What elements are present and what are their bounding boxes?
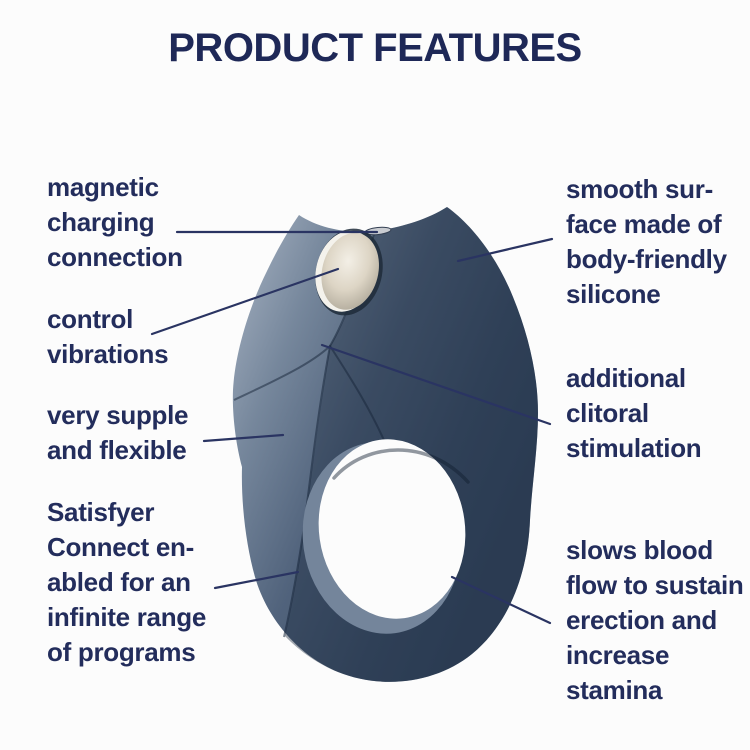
feature-label-clitoral-stimulation: additional clitoral stimulation [566,363,702,463]
product-crease-back [233,344,388,448]
feature-label-supple-flexible: very supple and flexible [47,400,189,465]
ring-hole [318,439,466,619]
ring-hole-shadow [332,448,470,484]
feature-label-slows-blood-flow: slows blood flow to sustain erection and… [566,535,744,705]
feature-label-satisfyer-connect: Satisfyer Connect en- abled for an infin… [47,497,207,667]
callout-line-satisfyer-connect [213,570,300,590]
callout-line-smooth-surface [456,237,554,263]
feature-label-control-vibrations: control vibrations [47,304,169,369]
feature-label-smooth-surface: smooth sur- face made of body-friendly s… [566,174,727,309]
feature-label-magnetic-charging: magnetic charging connection [47,172,183,272]
callout-line-supple-flexible [202,433,285,443]
callout-line-clitoral-stimulation [320,343,552,426]
page-title: PRODUCT FEATURES [168,26,582,70]
control-button [321,232,379,310]
callout-line-slows-blood-flow [450,575,552,625]
callout-line-control-vibrations [150,267,340,336]
